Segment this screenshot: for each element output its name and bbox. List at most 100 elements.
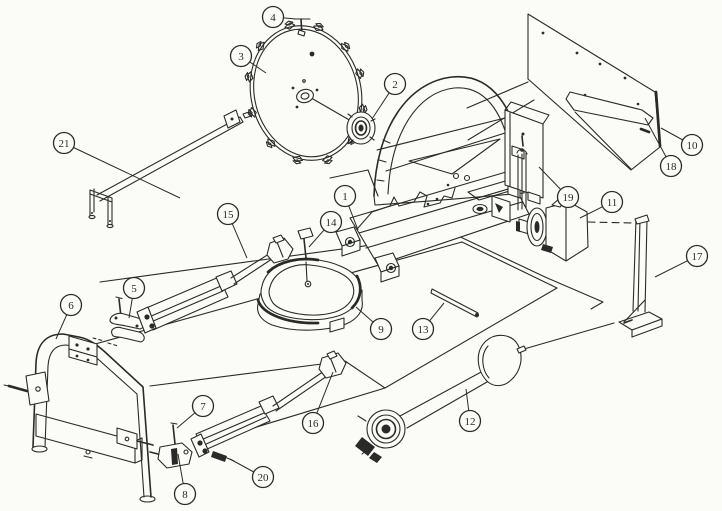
callout-6-leader [55, 314, 68, 340]
callout-14-leader [308, 229, 325, 248]
callout-15-number: 15 [223, 209, 235, 221]
a-frame-hitch [3, 333, 156, 503]
callout-6-number: 6 [68, 300, 74, 312]
callout-12-leader [465, 388, 470, 411]
callout-9-number: 9 [378, 324, 384, 336]
callout-17-number: 17 [692, 251, 704, 263]
callout-5-number: 5 [131, 283, 137, 295]
callout-8-leader [177, 453, 184, 484]
deck-plate-edge [357, 187, 456, 229]
callout-18-number: 18 [666, 161, 678, 173]
callout-8: 8 [173, 482, 197, 506]
callout-4: 4 [261, 5, 285, 29]
side-plate [25, 371, 50, 406]
tube-clamp [109, 296, 145, 343]
callout-14-circle [319, 210, 343, 234]
callout-11: 11 [600, 190, 624, 214]
callout-1: 1 [333, 184, 357, 208]
grease-fitting [211, 451, 235, 462]
callout-10-leader [660, 127, 684, 141]
callout-19-number: 19 [563, 192, 575, 204]
disc-hub [346, 111, 376, 145]
callout-7-circle [191, 394, 215, 418]
scraper-bar [88, 109, 252, 229]
main-beam [335, 171, 530, 283]
lift-cylinder-upper [136, 234, 294, 334]
callout-11-circle [600, 190, 624, 214]
callout-19: 19 [556, 185, 580, 209]
linch-pin [170, 422, 178, 447]
pto-driveline [355, 334, 527, 463]
callout-5-circle [122, 276, 146, 300]
callout-9-circle [369, 317, 393, 341]
callout-21: 21 [52, 131, 76, 155]
mount-plate [491, 101, 550, 223]
callout-13-number: 13 [418, 324, 430, 336]
callout-4-leader [283, 17, 297, 20]
pto-bell-guard [477, 334, 522, 387]
callout-6: 6 [59, 293, 83, 317]
callout-18-leader [644, 117, 667, 158]
rod-end-clamp [318, 352, 347, 379]
callout-8-number: 8 [182, 489, 188, 501]
callout-8-circle [173, 482, 197, 506]
mid-bracket [116, 427, 138, 450]
callout-6-circle [59, 293, 83, 317]
callout-4-number: 4 [270, 12, 276, 24]
pto-yoke [355, 409, 406, 463]
callout-7: 7 [191, 394, 215, 418]
callout-14-number: 14 [326, 217, 338, 229]
callout-10-circle [680, 133, 704, 157]
callout-19-circle [556, 185, 580, 209]
callout-5-leader [128, 298, 133, 319]
latch-rod [516, 148, 528, 211]
callout-3-number: 3 [238, 51, 244, 63]
callout-20: 20 [251, 465, 275, 489]
callout-9-leader [355, 306, 374, 323]
callout-1-number: 1 [342, 191, 348, 203]
callout-7-leader [176, 412, 196, 429]
hitch-pin [7, 384, 29, 393]
callout-17-circle [685, 244, 709, 268]
callout-3: 3 [229, 44, 253, 68]
lower-bracket [491, 195, 511, 223]
gearbox [516, 197, 589, 262]
parking-stand [618, 214, 663, 338]
callout-16: 16 [301, 411, 325, 435]
callout-10: 10 [680, 133, 704, 157]
callout-2-circle [383, 72, 407, 96]
callout-20-leader [229, 458, 255, 473]
skid-pan [256, 257, 363, 333]
callout-3-leader [249, 61, 267, 74]
callout-5: 5 [122, 276, 146, 300]
callout-18: 18 [659, 154, 683, 178]
callout-10-number: 10 [687, 140, 699, 152]
callout-13-leader [429, 302, 445, 322]
deflector-plate [565, 91, 654, 126]
mount-bolt [297, 227, 314, 261]
callout-14: 14 [319, 210, 343, 234]
lift-cylinder-lower [190, 350, 347, 462]
callout-21-leader [73, 147, 181, 199]
callout-12-circle [458, 409, 482, 433]
callout-12: 12 [458, 409, 482, 433]
spinner-disc [244, 18, 368, 165]
callout-9: 9 [369, 317, 393, 341]
drive-rod [430, 288, 479, 318]
callout-21-number: 21 [59, 138, 70, 150]
callout-4-circle [261, 5, 285, 29]
wing-bolt [293, 18, 311, 37]
callout-12-number: 12 [465, 416, 476, 428]
callout-15-leader [231, 223, 248, 259]
callout-17-leader [654, 260, 688, 278]
callout-18-circle [659, 154, 683, 178]
callout-2-leader [371, 92, 390, 120]
callout-2: 2 [383, 72, 407, 96]
callout-3-circle [229, 44, 253, 68]
callout-15-circle [216, 202, 240, 226]
callout-11-number: 11 [607, 197, 618, 209]
callout-19-leader [538, 166, 562, 190]
